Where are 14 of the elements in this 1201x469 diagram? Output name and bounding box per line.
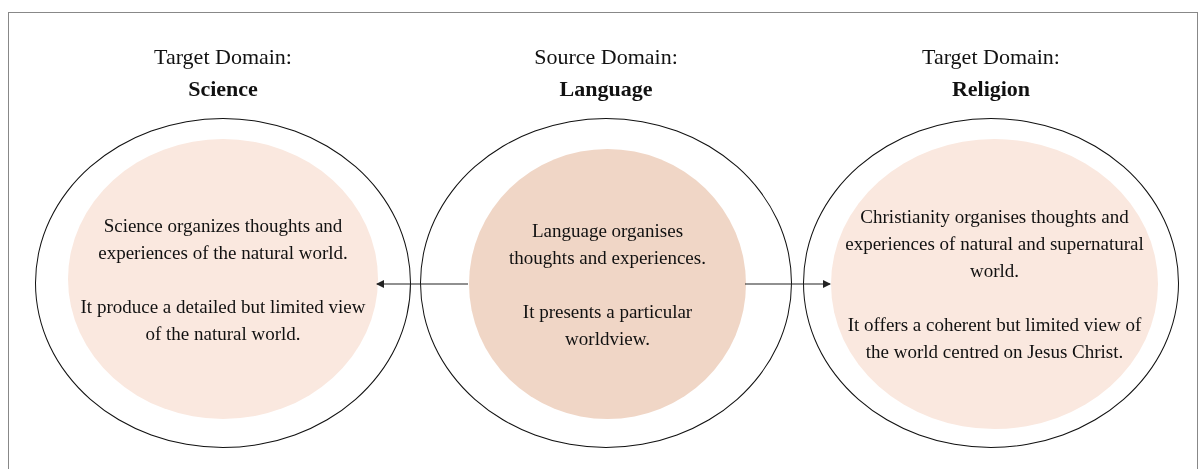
- oval-text: Language organises thoughts and experiences.: [508, 218, 707, 270]
- oval-text: Christianity organises thoughts and experiences of natural and supernatural world.: [844, 205, 1145, 283]
- oval-text: It offers a coherent but limited view of the world centred on Jesus Christ.: [846, 313, 1143, 364]
- arrow: [744, 280, 831, 288]
- domain-name: Science: [188, 75, 258, 103]
- domain-name: Language: [559, 75, 653, 103]
- domain-heading: Target Domain:: [922, 43, 1060, 71]
- oval-text: It presents a particular worldview.: [521, 299, 694, 351]
- oval-text: Science organizes thoughts and experiences of the natural world.: [97, 213, 349, 265]
- domain-name: Religion: [951, 75, 1031, 103]
- domain-heading: Target Domain:: [154, 43, 292, 71]
- domain-heading: Source Domain:: [534, 43, 678, 71]
- arrow: [376, 280, 469, 288]
- oval-text: It produce a detailed but limited view of the natural world.: [79, 294, 367, 346]
